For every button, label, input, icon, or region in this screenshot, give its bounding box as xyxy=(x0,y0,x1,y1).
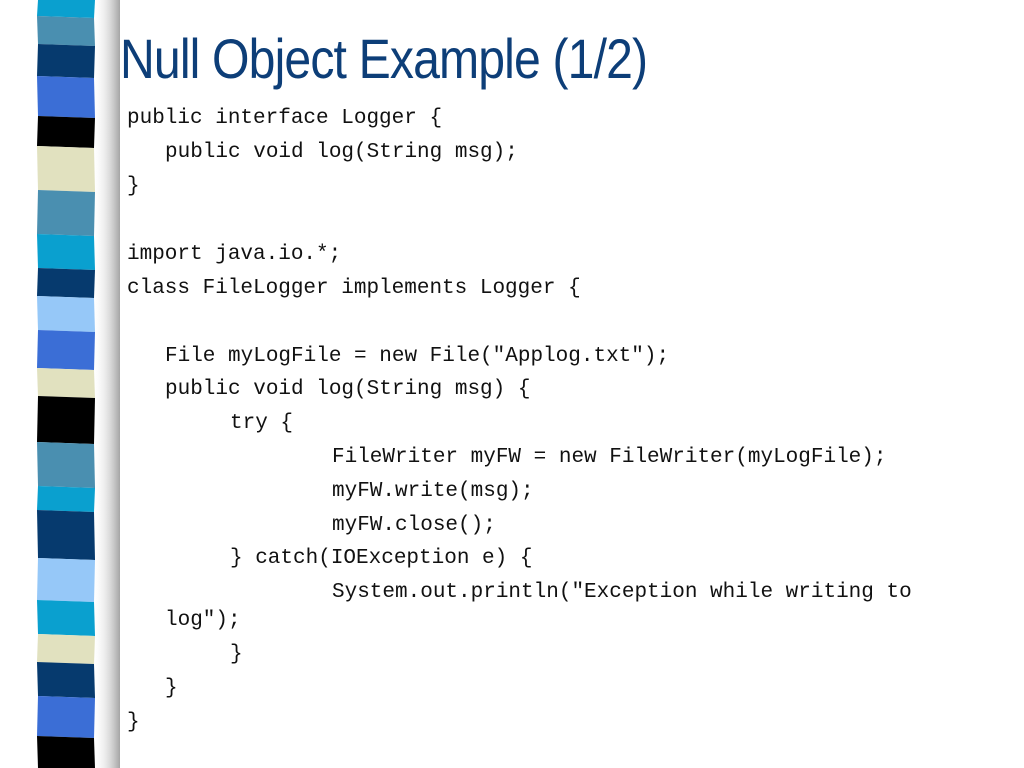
code-line: myFW.write(msg); xyxy=(332,480,534,503)
code-line: } catch(IOException e) { xyxy=(230,547,533,570)
code-line: } xyxy=(127,711,140,734)
code-line: public void log(String msg); xyxy=(165,141,518,164)
slide-title: Null Object Example (1/2) xyxy=(120,27,648,90)
code-line: import java.io.*; xyxy=(127,243,342,266)
decorative-side-strip xyxy=(37,0,120,768)
code-line: File myLogFile = new File("Applog.txt"); xyxy=(165,345,670,368)
code-line: FileWriter myFW = new FileWriter(myLogFi… xyxy=(332,446,887,469)
code-line: try { xyxy=(230,412,294,435)
strip-shadow xyxy=(92,0,120,768)
strip-blocks xyxy=(37,0,95,768)
code-line: } xyxy=(230,643,243,666)
code-line: public void log(String msg) { xyxy=(165,378,531,401)
code-line: log"); xyxy=(165,609,241,632)
code-line: System.out.println("Exception while writ… xyxy=(332,581,912,604)
code-line: } xyxy=(127,175,140,198)
code-line: } xyxy=(165,677,178,700)
code-line: public interface Logger { xyxy=(127,107,443,130)
code-line: myFW.close(); xyxy=(332,514,496,537)
code-line: class FileLogger implements Logger { xyxy=(127,277,581,300)
